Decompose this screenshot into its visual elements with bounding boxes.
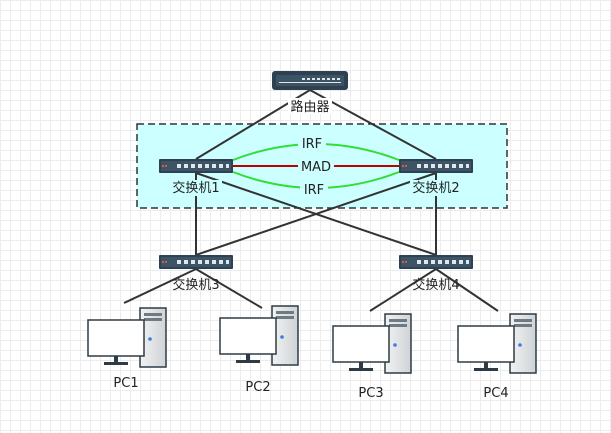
pc-1[interactable]: PC1 — [87, 307, 167, 391]
switch2-switch3-link — [195, 172, 437, 256]
switch3-pc1-link — [123, 268, 197, 304]
router-panel — [276, 75, 344, 86]
switch3-pc2-link — [195, 268, 263, 309]
router-label: 路由器 — [290, 99, 329, 115]
pc-2-label: PC2 — [245, 380, 270, 395]
pc-3-icon — [332, 313, 412, 374]
switch-1-icon — [159, 159, 233, 173]
pc-3[interactable]: PC3 — [332, 313, 412, 401]
switch-2-label: 交换机2 — [412, 180, 459, 196]
switch-3[interactable]: 交换机3 — [159, 255, 233, 293]
switch-2-label-bg — [410, 180, 462, 196]
router-device[interactable]: 路由器 — [272, 71, 348, 115]
switch-3-label: 交换机3 — [172, 277, 219, 293]
pc-2[interactable]: PC2 — [219, 305, 299, 395]
switch-4-icon — [399, 255, 473, 269]
switch-2[interactable]: 交换机2 — [399, 159, 473, 196]
switch-4[interactable]: 交换机4 — [399, 255, 473, 293]
mad-label: MAD — [301, 160, 331, 175]
pc-4[interactable]: PC4 — [457, 313, 537, 401]
irf-bottom-label-bg — [300, 181, 328, 197]
pc-2-icon — [219, 305, 299, 366]
mad-label-bg — [298, 158, 334, 174]
switch4-pc4-link — [435, 268, 499, 312]
pc-1-label: PC1 — [113, 376, 138, 391]
switch-2-icon — [399, 159, 473, 173]
router-label-bg — [288, 98, 332, 114]
switch-3-icon — [159, 255, 233, 269]
pc-3-label: PC3 — [358, 386, 383, 401]
pc-1-icon — [87, 307, 167, 368]
irf-top-label-bg — [298, 136, 326, 152]
switch4-pc3-link — [369, 268, 437, 312]
irf-bottom-label: IRF — [304, 183, 324, 198]
router-ports — [279, 78, 341, 83]
pc-4-label: PC4 — [483, 386, 508, 401]
switch-1-label-bg — [170, 180, 222, 196]
pc-4-icon — [457, 313, 537, 374]
switch-1-label: 交换机1 — [172, 180, 219, 196]
irf-top-label: IRF — [302, 137, 322, 152]
switch-4-label: 交换机4 — [412, 277, 459, 293]
switch-1[interactable]: 交换机1 — [159, 159, 233, 196]
